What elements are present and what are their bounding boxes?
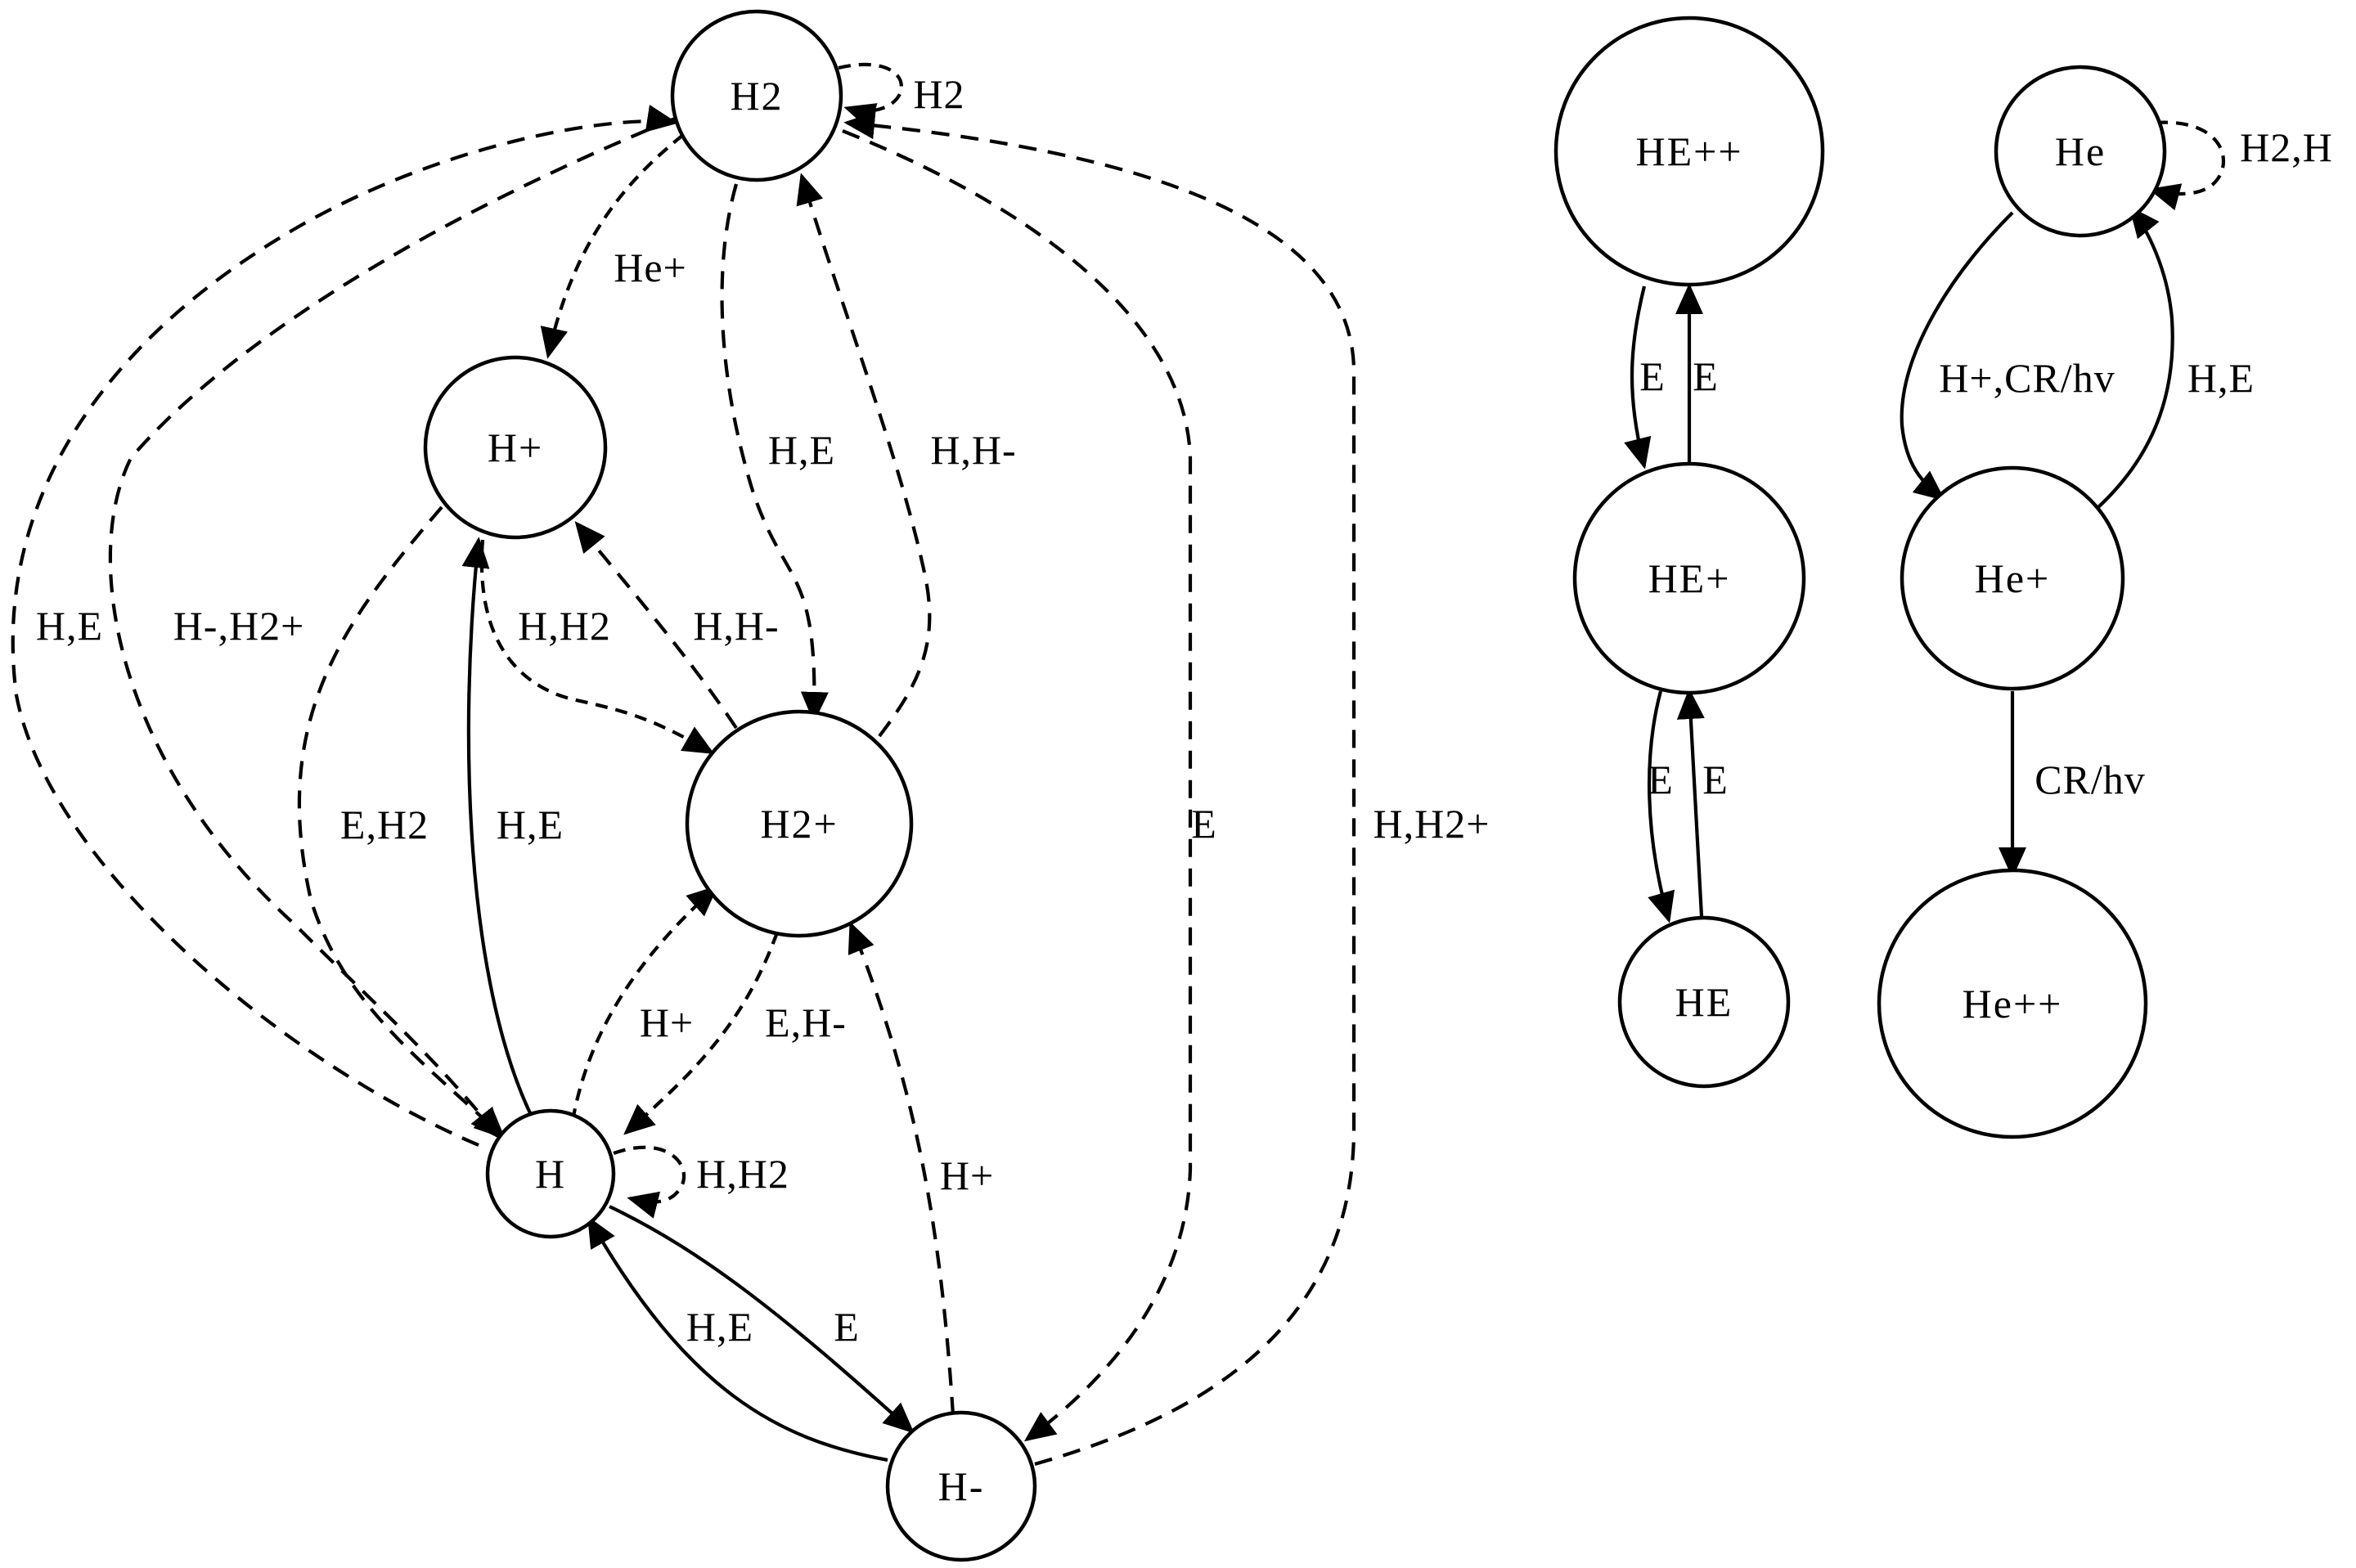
edge-h-to-h2plus [570, 885, 718, 1121]
node-Hepp-label: He++ [1963, 981, 2063, 1027]
label-h2-to-hplus: He+ [614, 245, 687, 290]
label-Hep-to-Hepp: CR/hv [2035, 757, 2146, 802]
label-h-to-h2: H,E [36, 603, 103, 649]
edge-HEp-to-HE [1647, 690, 1675, 923]
label-hminus-to-h2: H,H2+ [1374, 801, 1490, 847]
label-He-self: H2,H [2240, 124, 2333, 170]
node-h2-label: H2 [730, 73, 783, 119]
edge-h2plus-to-h [623, 932, 779, 1135]
node-Hep[interactable]: He+ [1900, 465, 2125, 691]
node-h2[interactable]: H2 [670, 9, 843, 182]
node-He-label: He [2055, 128, 2106, 174]
node-h2plus[interactable]: H2+ [685, 709, 914, 938]
node-hminus-label: H- [938, 1463, 985, 1509]
label-h-to-hminus: E [834, 1304, 860, 1350]
edge-h-self [613, 1145, 686, 1219]
node-Hep-label: He+ [1975, 555, 2051, 601]
edge-hplus-to-h2plus [479, 539, 715, 754]
label-Hep-to-He: H,E [2187, 355, 2255, 401]
edge-h2-to-h [108, 117, 676, 1139]
node-hplus-label: H+ [488, 425, 543, 470]
nodes: H2 H+ H2+ H H- HE++ HE+ HE [423, 9, 2167, 1562]
label-h2-to-h2plus: H,E [768, 427, 835, 473]
label-h-to-h2plus: H+ [640, 1000, 694, 1045]
label-h-self: H,H2 [696, 1151, 789, 1197]
label-h2-to-hminus: E [1191, 801, 1217, 847]
node-HEpp[interactable]: HE++ [1553, 16, 1825, 287]
label-hplus-to-h2plus: H,H2 [518, 603, 611, 649]
node-hminus[interactable]: H- [885, 1410, 1037, 1562]
edge-He-self [2148, 120, 2225, 211]
label-h-to-hplus: H,E [497, 802, 564, 847]
node-He[interactable]: He [1994, 65, 2167, 238]
label-HE-to-HEp: E [1702, 757, 1729, 802]
node-HE-label: HE [1675, 979, 1733, 1025]
node-Hepp[interactable]: He++ [1877, 868, 2148, 1139]
label-h2-to-h: H-,H2+ [173, 603, 305, 649]
edge-He-to-Hep [1900, 211, 2014, 501]
node-h2plus-label: H2+ [760, 801, 838, 847]
edge-h2-to-h2plus [720, 183, 829, 723]
edge-h2-self [838, 62, 903, 130]
edge-hminus-to-h [587, 1215, 888, 1462]
edge-h2-to-hminus [842, 129, 1193, 1442]
edges-hydrogen [11, 62, 1356, 1467]
edge-h2plus-to-hplus [574, 521, 738, 730]
label-hminus-to-h2plus: H+ [940, 1152, 994, 1198]
edge-labels: H2 He+ H,E H,H- H,E H-,H2+ E,H2 H,E H,H2… [36, 71, 2333, 1350]
edge-h2-to-hplus [540, 133, 685, 359]
node-HEp-label: HE+ [1648, 555, 1731, 601]
label-He-to-Hep: H+,CR/hv [1939, 355, 2115, 401]
label-h2plus-to-h: E,H- [765, 1000, 847, 1045]
edge-h-to-hminus [609, 1205, 915, 1434]
node-h[interactable]: H [485, 1108, 616, 1239]
node-hplus[interactable]: H+ [423, 355, 608, 540]
label-hminus-to-h: H,E [686, 1304, 753, 1350]
edge-h-to-h2 [11, 105, 678, 1147]
node-HEp[interactable]: HE+ [1572, 461, 1806, 695]
edge-hminus-to-h2plus [848, 921, 955, 1416]
edge-h-to-hplus [461, 537, 533, 1117]
edge-HEpp-to-HEp [1624, 285, 1652, 470]
label-h2-self: H2 [913, 71, 964, 117]
label-HEp-to-HEpp: E [1693, 353, 1719, 399]
node-h-label: H [535, 1151, 566, 1197]
edge-HE-to-HEp [1676, 688, 1705, 917]
label-h2plus-to-h2: H,H- [930, 427, 1016, 473]
label-HEpp-to-HEp: E [1639, 353, 1666, 399]
node-HE[interactable]: HE [1617, 915, 1791, 1089]
edge-Hep-to-He [2097, 206, 2174, 509]
label-HEp-to-HE: E [1648, 757, 1674, 802]
edge-hplus-to-h [297, 505, 506, 1139]
label-hplus-to-h: E,H2 [340, 802, 429, 847]
edge-hminus-to-h2 [843, 111, 1356, 1467]
label-h2plus-to-hplus: H,H- [693, 603, 779, 649]
edge-h2plus-to-h2 [796, 173, 932, 738]
node-HEpp-label: HE++ [1635, 128, 1742, 174]
edges-helium [1624, 120, 2225, 923]
